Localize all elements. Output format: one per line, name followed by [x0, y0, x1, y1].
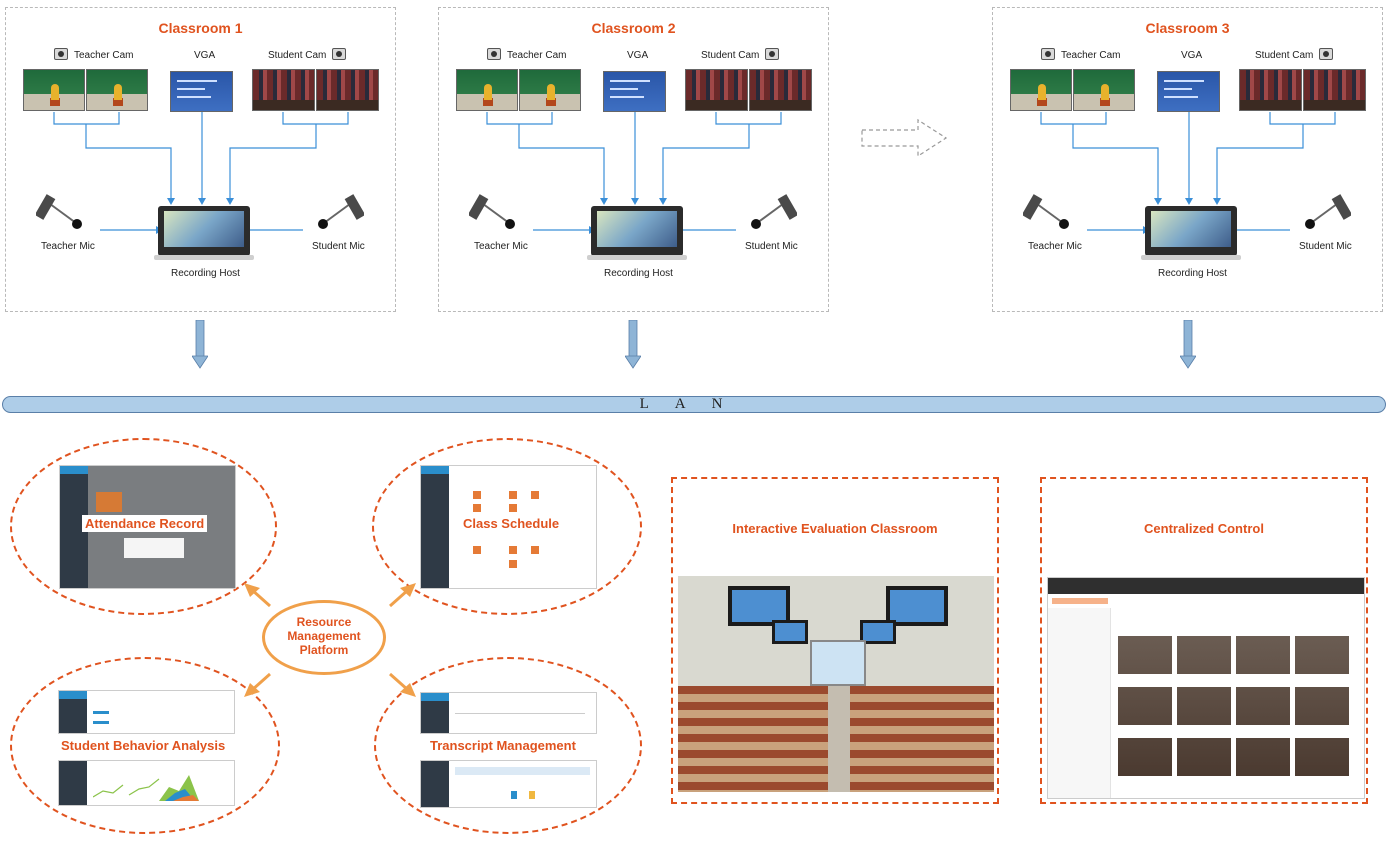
student-behavior-label: Student Behavior Analysis: [58, 737, 228, 754]
teacher-mic-label: Teacher Mic: [474, 241, 528, 252]
interactive-evaluation-panel: Interactive Evaluation Classroom: [671, 477, 999, 804]
class-schedule-label: Class Schedule: [460, 515, 562, 532]
recording-host-label: Recording Host: [171, 268, 240, 279]
resource-management-platform: Resource Management Platform: [262, 600, 386, 675]
transcript-label: Transcript Management: [427, 737, 579, 754]
centralized-control-panel: Centralized Control: [1040, 477, 1368, 804]
attendance-record-label: Attendance Record: [82, 515, 207, 532]
classroom-1-panel: Classroom 1 Teacher Cam VGA Student Cam: [5, 7, 396, 312]
down-arrow-icon: [625, 320, 641, 370]
down-arrow-icon: [192, 320, 208, 370]
platform-label-line-1: Resource: [265, 615, 383, 629]
student-behavior-screenshot: [58, 690, 235, 734]
down-arrow-icon: [1180, 320, 1196, 370]
recording-host-device: [591, 206, 683, 256]
student-mic-label: Student Mic: [312, 241, 365, 252]
evaluation-classroom-photo: [678, 576, 994, 792]
student-mic-icon: [314, 193, 364, 231]
interactive-evaluation-title: Interactive Evaluation Classroom: [673, 521, 997, 536]
platform-label-line-3: Platform: [265, 643, 383, 657]
centralized-control-title: Centralized Control: [1042, 521, 1366, 536]
transcript-screenshot-bottom: [420, 760, 597, 808]
teacher-mic-icon: [469, 193, 519, 231]
teacher-mic-icon: [1023, 193, 1073, 231]
teacher-mic-icon: [36, 193, 86, 231]
lan-bar: LAN: [2, 396, 1386, 413]
recording-host-device: [1145, 206, 1237, 256]
recording-host-device: [158, 206, 250, 256]
continuation-arrow-icon: [860, 118, 950, 158]
student-behavior-charts: [58, 760, 235, 806]
teacher-mic-label: Teacher Mic: [1028, 241, 1082, 252]
transcript-screenshot-top: [420, 692, 597, 734]
student-mic-label: Student Mic: [745, 241, 798, 252]
camera-grid: [1118, 626, 1354, 776]
classroom-2-panel: Classroom 2 Teacher Cam VGA Student Cam: [438, 7, 829, 312]
student-mic-icon: [1301, 193, 1351, 231]
recording-host-label: Recording Host: [604, 268, 673, 279]
student-mic-icon: [747, 193, 797, 231]
lan-label: LAN: [3, 396, 1385, 413]
platform-label-line-2: Management: [265, 629, 383, 643]
student-mic-label: Student Mic: [1299, 241, 1352, 252]
teacher-mic-label: Teacher Mic: [41, 241, 95, 252]
centralized-control-screenshot: [1047, 577, 1365, 799]
classroom-3-panel: Classroom 3 Teacher Cam VGA Student Cam: [992, 7, 1383, 312]
recording-host-label: Recording Host: [1158, 268, 1227, 279]
